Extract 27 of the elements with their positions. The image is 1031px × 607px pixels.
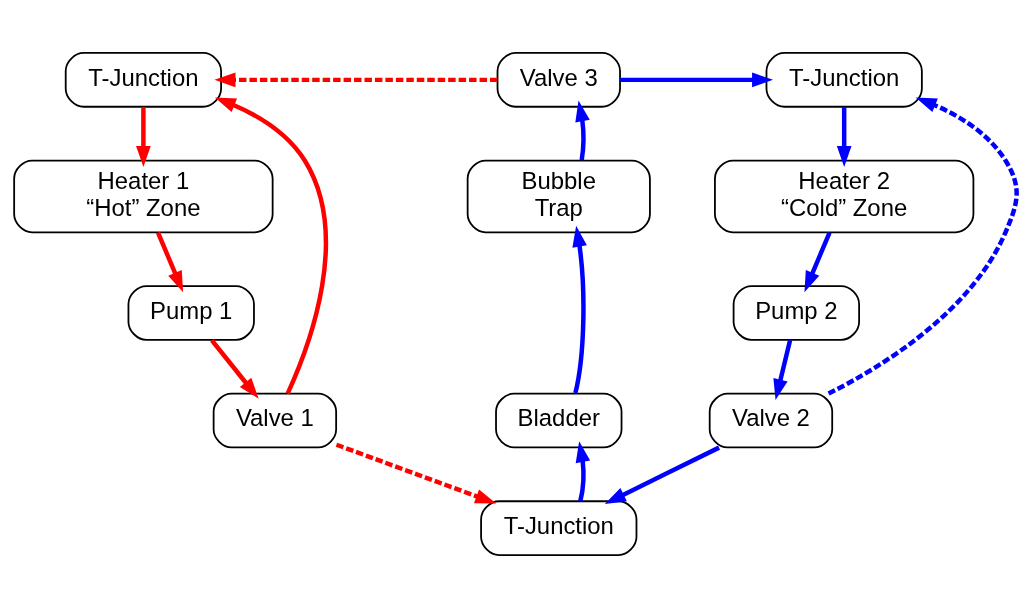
node-box: Valve 1 (212, 392, 338, 448)
arrow (773, 339, 793, 400)
arrow (155, 231, 184, 292)
arrow (572, 225, 587, 394)
arrow (210, 338, 259, 399)
arrow (575, 100, 590, 161)
arrow (214, 72, 498, 87)
node-box: Heater 2 “Cold” Zone (714, 159, 975, 233)
node-box: Valve 2 (708, 392, 834, 448)
arrow (575, 440, 591, 502)
arrow (620, 72, 774, 87)
node-box: T-Junction (64, 51, 222, 108)
arrow (335, 442, 497, 504)
arrow (214, 97, 329, 395)
node-box: T-Junction (765, 51, 923, 108)
node-box: Valve 3 (496, 51, 621, 108)
node-box: Bubble Trap (466, 159, 651, 233)
arrow (827, 97, 1019, 396)
node-box: Bladder (495, 392, 623, 448)
node-box: T-Junction (480, 499, 638, 556)
node-box: Heater 1 “Hot” Zone (13, 159, 274, 233)
arrow (136, 106, 151, 167)
arrow (804, 231, 832, 292)
node-box: Pump 2 (732, 284, 860, 341)
arrow (604, 445, 721, 504)
arrow (836, 106, 852, 167)
node-box: Pump 1 (127, 284, 255, 341)
